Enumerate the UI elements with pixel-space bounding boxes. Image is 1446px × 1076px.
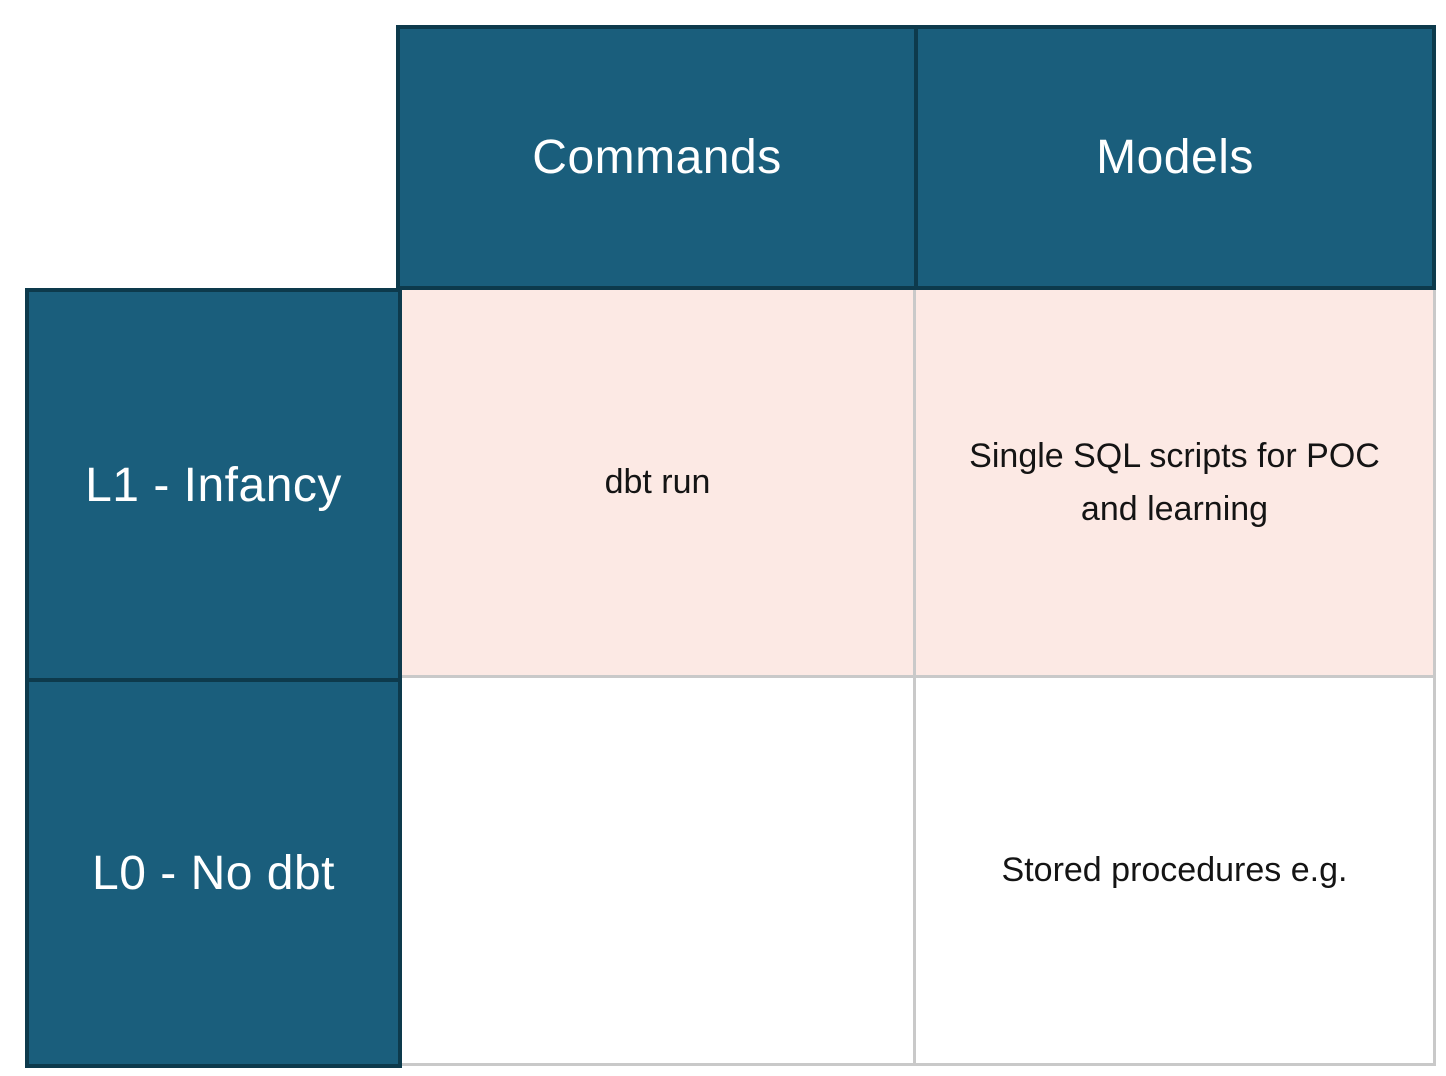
column-header-commands-label: Commands — [532, 131, 782, 184]
cell-l1-commands: dbt run — [402, 290, 916, 678]
cell-l0-models-text: Stored procedures e.g. — [1001, 851, 1348, 890]
cell-l1-models-text: Single SQL scripts for POC and learning — [969, 436, 1380, 528]
cell-l1-models: Single SQL scripts for POC and learning — [916, 290, 1436, 678]
column-header-commands: Commands — [396, 25, 918, 290]
cell-l1-commands-text: dbt run — [604, 463, 711, 502]
row-header-l0-no-dbt-label: L0 - No dbt — [92, 846, 335, 900]
row-header-l1-infancy: L1 - Infancy — [25, 288, 402, 682]
cell-l0-models: Stored procedures e.g. — [916, 678, 1436, 1066]
column-header-models: Models — [914, 25, 1436, 290]
row-header-l1-infancy-label: L1 - Infancy — [85, 458, 342, 512]
row-header-l0-no-dbt: L0 - No dbt — [25, 678, 402, 1068]
cell-l0-commands — [402, 678, 916, 1066]
column-header-models-label: Models — [1096, 131, 1254, 184]
